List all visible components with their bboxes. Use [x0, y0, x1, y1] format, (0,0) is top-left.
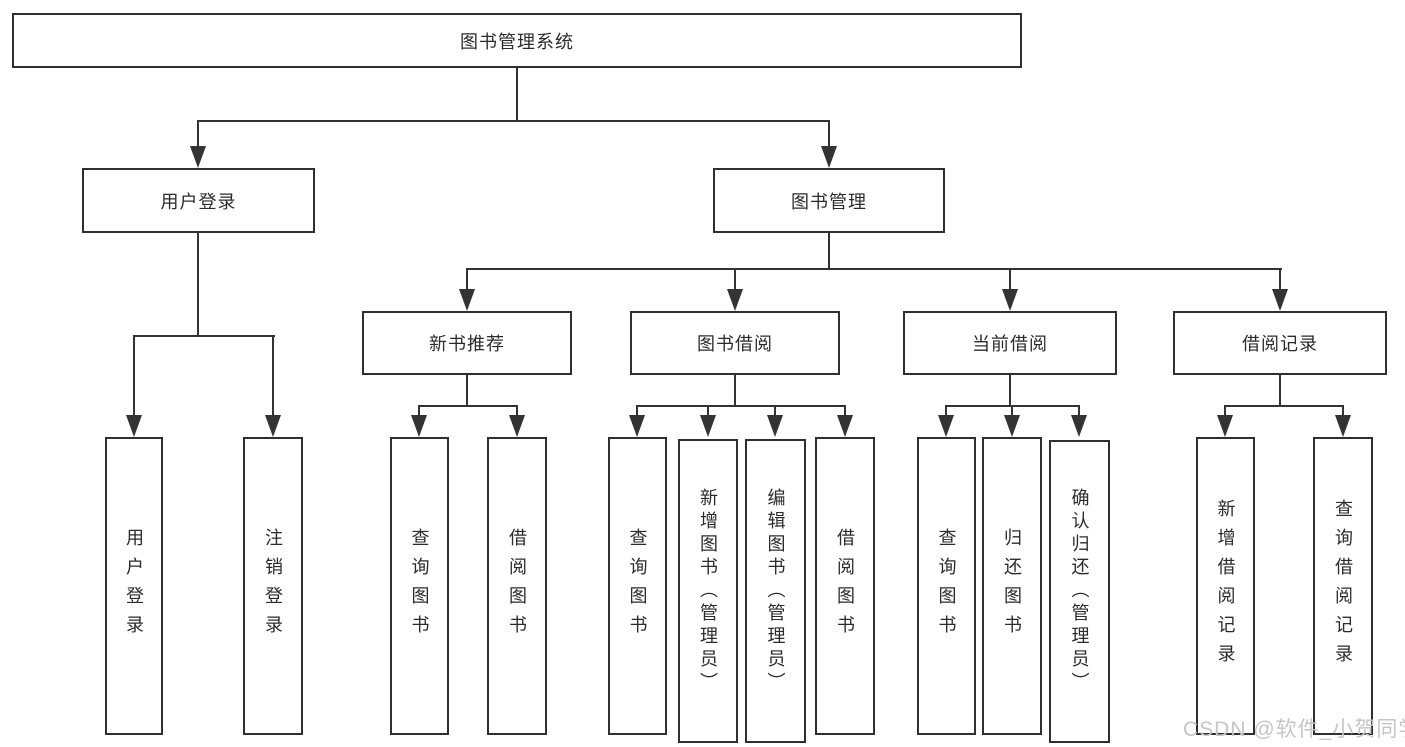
arrowhead-current-borrow [1002, 289, 1018, 311]
arrowhead-borrow-records [1272, 289, 1288, 311]
connector-bb-query-stem [636, 405, 638, 419]
arrowhead-leaf-logout [265, 415, 281, 437]
arrowhead-bb-edit [767, 415, 783, 437]
connector-book-mgmt-stem [828, 120, 830, 148]
arrowhead-bb-query [629, 415, 645, 437]
connector-root-drop [516, 68, 518, 122]
connector-book-borrow-drop [734, 375, 736, 407]
leaf-cb-query-books: 查询图书 [917, 437, 976, 735]
connector-cb-query-stem [945, 405, 947, 419]
connector-bb-borrow-stem [844, 405, 846, 419]
connector-br-add-stem [1224, 405, 1226, 419]
arrowhead-cb-confirm [1071, 415, 1087, 437]
connector-br-query-stem [1342, 405, 1344, 419]
arrowhead-cb-query [938, 415, 954, 437]
arrowhead-new-book [459, 289, 475, 311]
connector-cb-return-stem [1011, 405, 1013, 419]
node-library-system: 图书管理系统 [12, 13, 1022, 68]
arrowhead-user-login [190, 146, 206, 168]
arrowhead-bb-borrow [837, 415, 853, 437]
leaf-bb-borrow-books: 借阅图书 [815, 437, 875, 735]
node-book-management: 图书管理 [713, 168, 945, 233]
leaf-rec-query-books: 查询图书 [390, 437, 449, 735]
connector-user-login-stem [197, 120, 199, 148]
connector-borrow-records-drop [1279, 375, 1281, 407]
arrowhead-book-borrow [727, 289, 743, 311]
arrowhead-cb-return [1004, 415, 1020, 437]
connector-bb-edit-stem [774, 405, 776, 419]
node-current-borrow: 当前借阅 [903, 311, 1117, 375]
connector-new-book-rail [418, 405, 518, 407]
leaf-rec-borrow-books: 借阅图书 [487, 437, 547, 735]
connector-current-borrow-stem [1009, 268, 1011, 292]
csdn-watermark: CSDN @软件_小贺同学 [1183, 718, 1405, 741]
leaf-br-query-record: 查询借阅记录 [1313, 437, 1373, 735]
connector-level2-rail [197, 120, 830, 122]
connector-book-mgmt-drop [828, 233, 830, 270]
connector-level3-rail [466, 268, 1282, 270]
connector-leaf-logout-stem [272, 335, 274, 417]
leaf-user-login: 用户登录 [105, 437, 163, 735]
leaf-cb-return-books: 归还图书 [982, 437, 1042, 735]
connector-borrow-records-rail [1224, 405, 1344, 407]
leaf-br-add-record: 新增借阅记录 [1196, 437, 1255, 735]
leaf-bb-edit-book-admin: 编辑图书（管理员） [745, 439, 806, 743]
connector-leaf-user-login-stem [133, 335, 135, 417]
connector-rec-query-stem [418, 405, 420, 419]
arrowhead-bb-add [700, 415, 716, 437]
arrowhead-book-mgmt [821, 146, 837, 168]
leaf-logout: 注销登录 [243, 437, 303, 735]
connector-borrow-records-stem [1279, 268, 1281, 292]
node-book-borrow: 图书借阅 [630, 311, 840, 375]
connector-current-borrow-drop [1009, 375, 1011, 407]
connector-book-borrow-stem [734, 268, 736, 292]
connector-new-book-stem [466, 268, 468, 292]
connector-cb-confirm-stem [1078, 405, 1080, 419]
connector-user-login-rail [133, 335, 275, 337]
arrowhead-rec-borrow [509, 415, 525, 437]
leaf-cb-confirm-return-admin: 确认归还（管理员） [1049, 440, 1110, 743]
arrowhead-leaf-user-login [126, 415, 142, 437]
node-user-login: 用户登录 [82, 168, 315, 233]
node-new-book-recommend: 新书推荐 [362, 311, 572, 375]
connector-rec-borrow-stem [516, 405, 518, 419]
connector-new-book-drop [466, 375, 468, 407]
connector-bb-add-stem [707, 405, 709, 419]
leaf-bb-add-book-admin: 新增图书（管理员） [678, 439, 738, 743]
arrowhead-br-add [1217, 415, 1233, 437]
connector-user-login-drop [197, 233, 199, 337]
node-borrow-records: 借阅记录 [1173, 311, 1387, 375]
arrowhead-br-query [1335, 415, 1351, 437]
arrowhead-rec-query [411, 415, 427, 437]
connector-book-borrow-rail [636, 405, 846, 407]
leaf-bb-query-books: 查询图书 [608, 437, 667, 735]
